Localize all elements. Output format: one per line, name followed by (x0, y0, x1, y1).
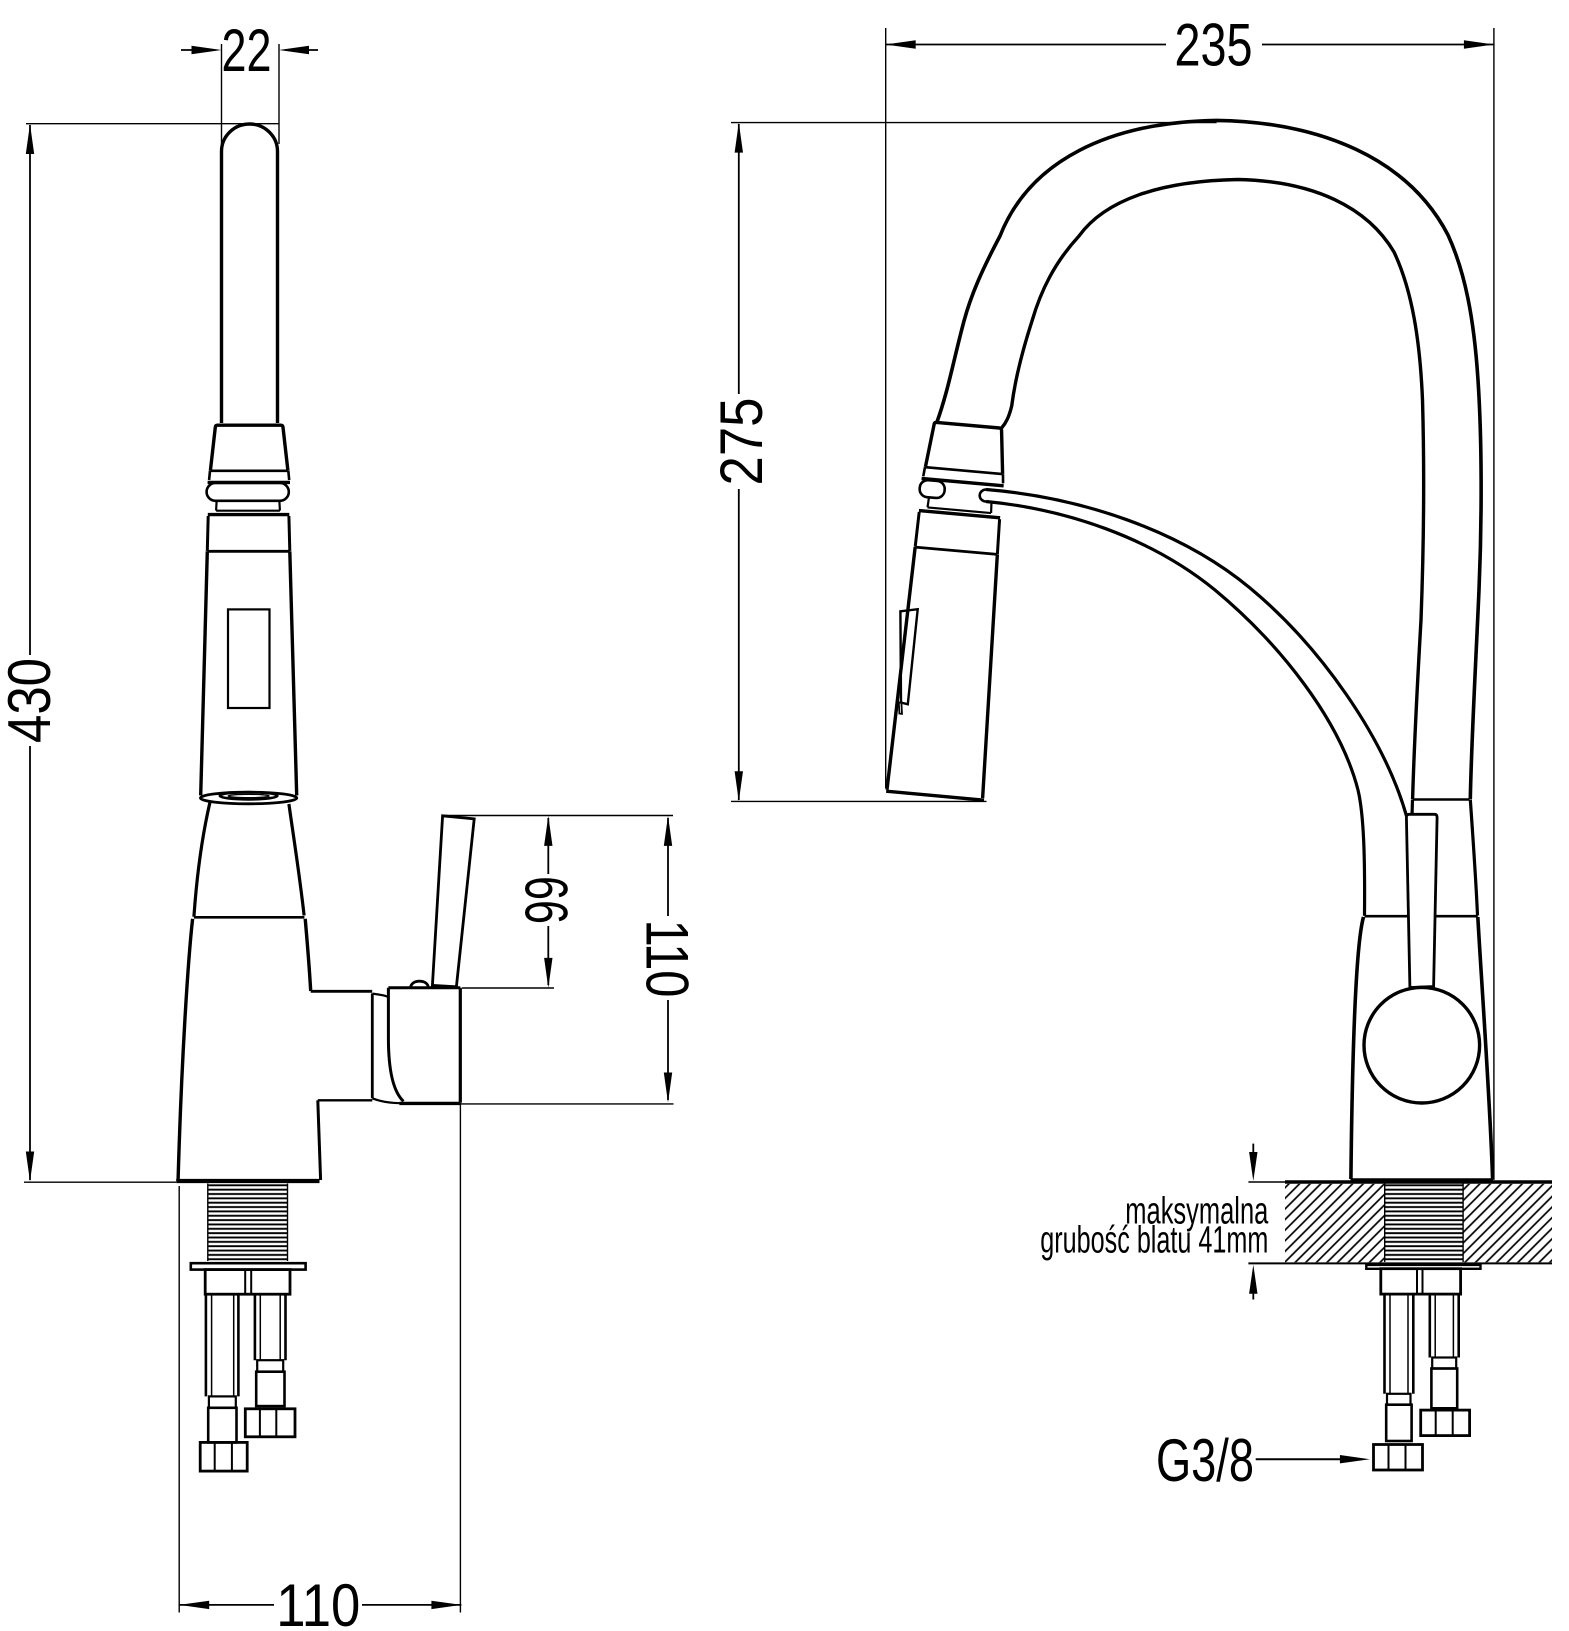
svg-text:G3/8: G3/8 (1156, 1427, 1254, 1494)
svg-text:grubość blatu 41mm: grubość blatu 41mm (1040, 1220, 1268, 1262)
svg-text:66: 66 (513, 876, 580, 924)
svg-text:maksymalna: maksymalna (1125, 1190, 1269, 1232)
svg-text:110: 110 (276, 1572, 360, 1631)
svg-text:22: 22 (222, 17, 272, 84)
svg-text:110: 110 (634, 920, 701, 998)
svg-text:275: 275 (708, 398, 775, 486)
svg-text:430: 430 (0, 658, 63, 743)
svg-text:235: 235 (1175, 12, 1253, 79)
